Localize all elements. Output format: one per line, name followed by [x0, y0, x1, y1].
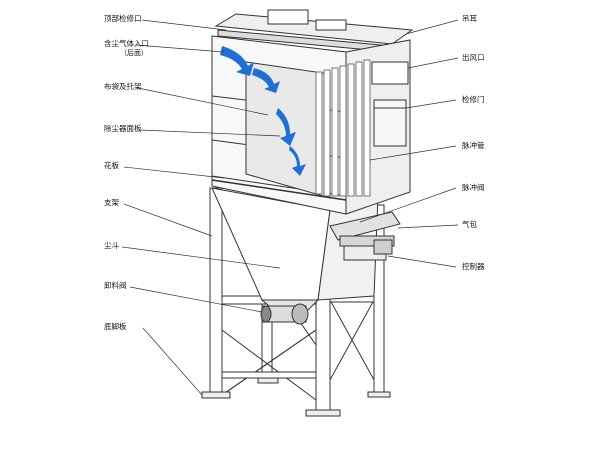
label-tube-sheet: 花板 — [104, 161, 119, 170]
label-bag-and-cage: 布袋及托架 — [104, 82, 142, 91]
label-pulse-valve: 脉冲阀 — [462, 183, 485, 192]
leader-lines — [121, 19, 459, 396]
label-controller: 控制器 — [462, 262, 485, 271]
label-lifting-lug: 吊耳 — [462, 14, 477, 23]
airflow-arrows — [220, 46, 306, 176]
base-plates — [201, 377, 391, 417]
label-top-access-door: 顶部检修口 — [104, 14, 142, 23]
label-collector-panel: 除尘器面板 — [104, 124, 142, 133]
tube-sheet-line — [211, 179, 347, 201]
right-side-parts — [371, 61, 409, 147]
label-dusty-gas-inlet: 含尘气体入口 — [104, 39, 149, 48]
label-discharge-valve: 卸料阀 — [104, 281, 127, 290]
label-air-header: 气包 — [462, 220, 477, 229]
label-dusty-gas-inlet-note: （后面） — [120, 49, 148, 57]
discharge-valve-shape — [260, 303, 309, 325]
label-base-plate: 底脚板 — [104, 322, 127, 331]
top-panel — [267, 9, 347, 31]
pulse-manifold — [329, 211, 401, 261]
label-pulse-pipe: 脉冲管 — [462, 141, 485, 150]
label-air-outlet: 出风口 — [462, 53, 485, 62]
label-support-frame: 支架 — [104, 198, 119, 207]
label-dust-hopper: 尘斗 — [104, 241, 119, 250]
label-access-door: 检修门 — [462, 95, 485, 104]
filter-bags — [315, 59, 371, 197]
